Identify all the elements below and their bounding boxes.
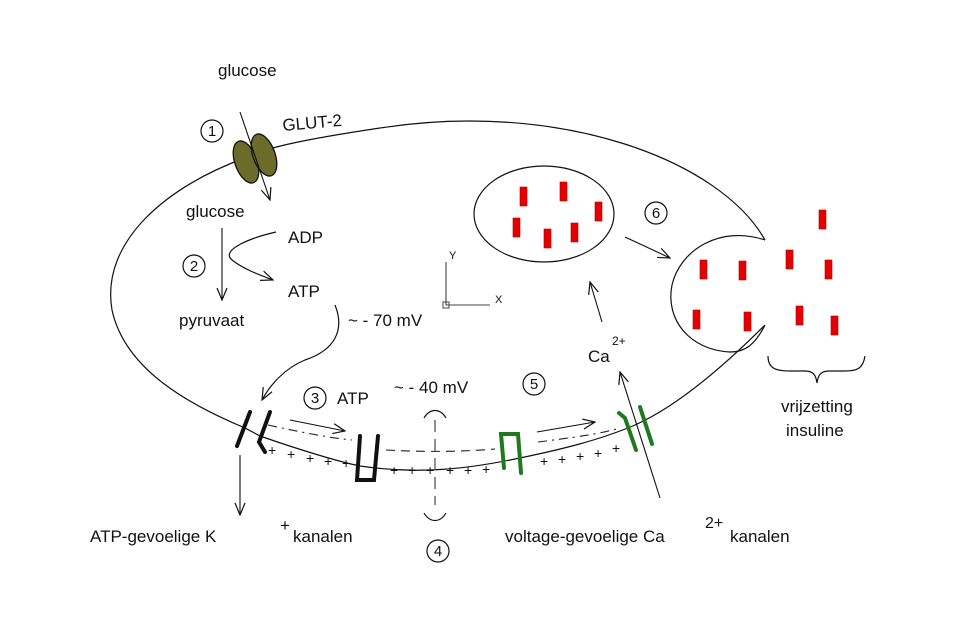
svg-text:3: 3 xyxy=(311,390,319,407)
depolarized-potential-label: ~ - 40 mV xyxy=(394,378,469,397)
glucose-uptake-arrow xyxy=(239,111,270,200)
insulin-vesicle-storage xyxy=(473,165,615,263)
voltage-gated-ca-channel xyxy=(617,405,654,452)
axis-indicator-icon xyxy=(442,262,490,309)
svg-text:+: + xyxy=(612,440,620,456)
depolarization-line-2 xyxy=(385,448,496,452)
k-channel-label: ATP-gevoelige K xyxy=(90,527,217,546)
svg-text:+: + xyxy=(576,448,584,464)
glut2-label: GLUT-2 xyxy=(282,111,343,135)
svg-text:+: + xyxy=(287,446,295,462)
k-charge: + xyxy=(280,516,290,535)
k-atp-channel xyxy=(235,410,272,454)
atp-to-k-channel-arrow xyxy=(262,304,340,400)
exocytosis-arrow xyxy=(624,236,670,258)
atp-label: ATP xyxy=(288,282,320,301)
svg-text:+: + xyxy=(268,442,276,458)
ca-channel-label-suffix: kanalen xyxy=(730,527,790,546)
svg-text:+: + xyxy=(464,462,472,478)
ca-to-vesicle-arrow xyxy=(590,282,603,323)
axis-y-label: Y xyxy=(449,250,457,262)
adp-to-atp-arrow xyxy=(228,231,277,280)
axis-x-label: X xyxy=(495,294,503,306)
ca-influx-arrow xyxy=(620,372,661,499)
release-label-line2: insuline xyxy=(786,421,844,440)
svg-text:6: 6 xyxy=(652,205,660,222)
adp-label: ADP xyxy=(288,228,323,247)
svg-text:+: + xyxy=(426,462,434,478)
glucose-inside-label: glucose xyxy=(186,202,245,221)
glut2-transporter xyxy=(232,133,278,184)
ca-channel-label: voltage-gevoelige Ca xyxy=(505,527,665,546)
svg-text:5: 5 xyxy=(530,376,538,393)
svg-text:+: + xyxy=(342,455,350,471)
svg-text:+: + xyxy=(540,453,548,469)
ca-ion-label: Ca xyxy=(588,347,610,366)
svg-text:1: 1 xyxy=(208,123,216,140)
svg-text:4: 4 xyxy=(434,543,442,560)
svg-text:+: + xyxy=(558,451,566,467)
ca-ion-charge: 2+ xyxy=(612,334,626,348)
exocytosis-pocket xyxy=(670,235,766,353)
cell-membrane xyxy=(110,120,766,471)
svg-text:+: + xyxy=(446,462,454,478)
svg-text:+: + xyxy=(594,445,602,461)
potential-change-indicator xyxy=(423,409,447,522)
closed-k-channel xyxy=(354,434,380,482)
positive-charges: + + + + + + + + + + + + + + + + xyxy=(268,440,620,478)
pyruvate-label: pyruvaat xyxy=(179,311,244,330)
svg-text:2: 2 xyxy=(190,258,198,275)
svg-text:+: + xyxy=(324,453,332,469)
ca-channel-charge: 2+ xyxy=(705,515,723,532)
release-label-line1: vrijzetting xyxy=(781,397,853,416)
svg-text:+: + xyxy=(306,450,314,466)
atp-step3-label: ATP xyxy=(337,389,369,408)
released-insulin-granules xyxy=(692,209,839,336)
stored-insulin-granules xyxy=(512,181,603,249)
svg-text:+: + xyxy=(482,461,490,477)
step-4-marker: 4 xyxy=(426,539,450,563)
depolarization-arrow-1 xyxy=(289,419,345,431)
ca-channel-opening xyxy=(498,432,523,475)
depolarization-line-3 xyxy=(537,427,621,443)
depolarization-line-1 xyxy=(267,424,353,441)
glucose-outside-label: glucose xyxy=(218,61,277,80)
step-1-marker: 1 xyxy=(200,119,224,143)
depolarization-arrow-2 xyxy=(536,422,595,433)
k-channel-label-suffix: kanalen xyxy=(293,527,353,546)
svg-text:+: + xyxy=(408,462,416,478)
step-2-marker: 2 xyxy=(182,254,206,278)
step-5-marker: 5 xyxy=(522,372,546,396)
svg-text:+: + xyxy=(390,462,398,478)
step-3-marker: 3 xyxy=(303,386,327,410)
resting-potential-label: ~ - 70 mV xyxy=(348,311,423,330)
step-6-marker: 6 xyxy=(644,201,668,225)
release-brace xyxy=(767,355,866,384)
